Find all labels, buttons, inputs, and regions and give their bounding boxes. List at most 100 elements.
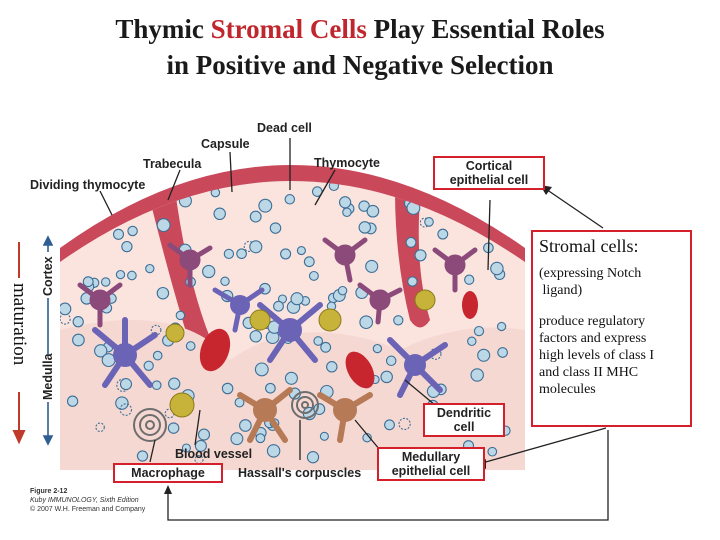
thymocyte-cells (60, 181, 511, 466)
thymocyte (490, 261, 504, 276)
thymocyte (496, 321, 507, 332)
zone-axis (42, 235, 54, 446)
stromal-line-5: high levels of class I (539, 348, 655, 363)
label-macrophage: Macrophage (113, 463, 223, 483)
thymocyte (151, 380, 162, 391)
thymocyte (223, 248, 235, 260)
thymocyte (487, 446, 498, 457)
thymocyte (273, 300, 284, 312)
blood-vessel-3 (462, 291, 478, 319)
thymocyte (362, 432, 372, 443)
thymocyte (127, 225, 138, 237)
label-trabecula: Trabecula (143, 157, 202, 171)
hassalls-corpuscles (133, 391, 319, 442)
stromal-line-2: ligand) (539, 283, 583, 298)
thymocyte (249, 210, 262, 223)
thymocyte (230, 432, 244, 446)
thymocyte (365, 259, 379, 273)
thymocyte (269, 222, 282, 234)
thymocyte (221, 382, 234, 395)
pointer-lines (99, 138, 609, 521)
thymocyte (197, 428, 211, 441)
label-thymocyte: Thymocyte (314, 156, 380, 170)
label-capsule: Capsule (201, 137, 250, 151)
dead-thymocyte (194, 455, 204, 465)
label-medulla: Medulla (41, 353, 55, 400)
stromal-line-4: factors and express (539, 331, 647, 346)
stromal-cells-note: Stromal cells: (expressing Notch ligand)… (531, 230, 692, 427)
label-cortex: Cortex (41, 256, 55, 296)
blood-vessel-1 (199, 328, 231, 372)
thymocyte (464, 274, 475, 285)
thymocyte (60, 302, 72, 316)
thymocyte (236, 248, 247, 260)
thymocyte (213, 207, 226, 221)
capsule-band (60, 165, 525, 262)
trabecula-left (150, 190, 220, 370)
dead-thymocyte (398, 417, 411, 431)
medullary-epithelial-cells (237, 387, 373, 443)
epithelial-cells (77, 237, 478, 328)
thymocyte (185, 341, 196, 351)
dead-thymocyte (60, 313, 71, 325)
thymocyte (220, 276, 230, 287)
thymocyte (477, 348, 491, 362)
thymocyte (115, 396, 129, 410)
thymocyte (72, 333, 85, 347)
dead-thymocyte (119, 403, 133, 416)
thymocyte (326, 361, 338, 373)
thymocyte (380, 370, 393, 384)
thymocyte (284, 371, 298, 385)
thymocyte (265, 382, 276, 394)
thymocyte (143, 360, 154, 371)
macrophage-cells (165, 289, 436, 418)
thymocyte (306, 451, 320, 464)
label-dividing-thymocyte: Dividing thymocyte (30, 178, 146, 192)
thymocyte (145, 263, 155, 274)
thymocyte (338, 196, 352, 209)
thymocyte (308, 270, 319, 281)
thymocyte (82, 276, 94, 288)
stromal-line-7: molecules (539, 382, 596, 397)
thymocyte (66, 395, 79, 407)
thymocyte (239, 419, 252, 432)
thymocyte (202, 264, 216, 279)
thymocyte (280, 248, 292, 260)
thymocyte (313, 336, 324, 346)
thymocyte (319, 431, 329, 441)
thymocyte (384, 419, 395, 431)
thymocyte (156, 218, 171, 233)
thymocyte (94, 344, 108, 358)
dendritic-cell-3 (387, 337, 448, 398)
blood-vessel-2 (345, 351, 375, 389)
thymocyte (127, 270, 137, 281)
dead-thymocyte (95, 422, 105, 433)
thymocyte (258, 198, 273, 213)
thymocyte (249, 240, 263, 254)
thymocyte (366, 204, 380, 218)
thymocyte (414, 249, 427, 262)
thymocyte (136, 450, 149, 462)
maturation-arrow (12, 242, 26, 445)
thymocyte (372, 343, 383, 354)
thymocyte (168, 377, 181, 390)
figure-credit: Figure 2-12 Kuby IMMUNOLOGY, Sixth Editi… (30, 488, 146, 513)
title-highlight: Stromal Cells (210, 14, 367, 44)
thymocyte (255, 433, 266, 444)
thymocyte (407, 276, 418, 287)
thymocyte (303, 256, 315, 268)
thymocyte (284, 194, 296, 205)
stromal-line-1: (expressing Notch (539, 266, 642, 281)
thymocyte (405, 236, 417, 248)
thymocyte (181, 443, 191, 453)
thymocyte (254, 362, 269, 377)
thymocyte (115, 269, 126, 280)
thymocyte (497, 347, 508, 358)
thymocyte (473, 325, 485, 337)
thymocyte (72, 316, 84, 328)
thymocyte (358, 221, 372, 234)
thymocyte (119, 378, 133, 391)
